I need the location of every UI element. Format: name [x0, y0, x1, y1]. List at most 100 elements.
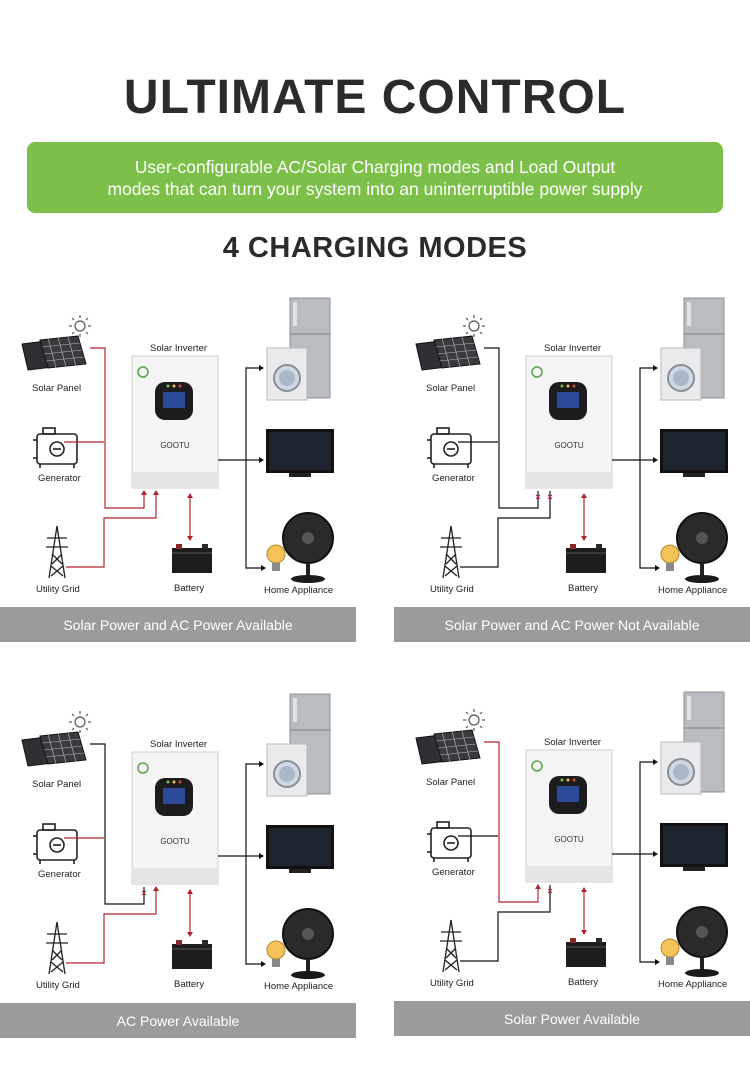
mode-caption: Solar Power and AC Power Available: [0, 607, 356, 642]
solar-inverter-device: GOOTU: [131, 751, 219, 885]
sun-icon: [463, 315, 485, 337]
arrow-right-icon: [261, 565, 266, 571]
mode-panel-1: GOOTU: [0, 282, 356, 642]
arrow-right-icon: [653, 365, 658, 371]
charging-line: [66, 887, 157, 964]
section-subtitle: 4 CHARGING MODES: [222, 232, 528, 264]
output-line: [245, 460, 264, 569]
mode-diagram: GOOTU: [415, 691, 728, 977]
blocked-x-icon: ×: [547, 492, 552, 502]
arrow-down-icon: [581, 930, 587, 935]
solar-panel-icon: [21, 335, 87, 371]
arrow-right-icon: [655, 959, 660, 965]
arrow-down-icon: [187, 932, 193, 937]
arrow-down-icon: [581, 536, 587, 541]
battery-label: Battery: [174, 979, 205, 990]
output-line: [218, 763, 262, 857]
mode-caption: Solar Power Available: [394, 1001, 750, 1036]
battery-icon: [566, 544, 606, 573]
fan-icon: [676, 512, 728, 583]
generator-icon: [33, 823, 78, 864]
solar-panel-label: Solar Panel: [426, 777, 476, 788]
utility-grid-label: Utility Grid: [430, 978, 474, 989]
utility-grid-label: Utility Grid: [36, 980, 80, 991]
output-line: [612, 367, 656, 461]
sun-icon: [463, 709, 485, 731]
light-bulb-icon: [266, 544, 286, 571]
generator-icon: [33, 427, 78, 468]
home-appliance-label: Home Appliance: [264, 585, 334, 596]
arrow-right-icon: [653, 851, 658, 857]
solar-inverter-device: GOOTU: [525, 749, 613, 883]
washing-machine-icon: [660, 741, 702, 795]
power-flow-lines: ×: [458, 741, 660, 965]
generator-label: Generator: [432, 867, 475, 878]
arrow-right-icon: [653, 457, 658, 463]
output-line: [460, 491, 551, 568]
output-line: [218, 367, 262, 461]
arrow-right-icon: [259, 365, 264, 371]
generator-icon: [427, 427, 472, 468]
home-appliance-label: Home Appliance: [658, 979, 728, 990]
sun-icon: [69, 315, 91, 337]
utility-grid-label: Utility Grid: [430, 584, 474, 595]
power-flow-lines: ××: [458, 347, 660, 571]
inverter-label: Solar Inverter: [150, 343, 208, 354]
inverter-brand-logo: GOOTU: [554, 441, 584, 450]
arrow-up-icon: [153, 886, 159, 891]
arrow-up-icon: [141, 490, 147, 495]
arrow-right-icon: [655, 565, 660, 571]
arrow-up-icon: [581, 493, 587, 498]
generator-label: Generator: [38, 473, 81, 484]
mode-panel-4: GOOTU: [394, 676, 750, 1036]
solar-panel-icon: [21, 731, 87, 767]
inverter-label: Solar Inverter: [150, 739, 208, 750]
arrow-right-icon: [653, 759, 658, 765]
power-flow-lines: [64, 347, 266, 571]
arrow-right-icon: [259, 761, 264, 767]
washing-machine-icon: [266, 743, 308, 797]
battery-icon: [172, 940, 212, 969]
fan-icon: [282, 908, 334, 979]
inverter-label: Solar Inverter: [544, 343, 602, 354]
power-flow-lines: ×: [64, 743, 266, 967]
battery-label: Battery: [568, 977, 599, 988]
inverter-label: Solar Inverter: [544, 737, 602, 748]
utility-grid-tower-icon: [440, 919, 462, 973]
mode-diagram: GOOTU: [21, 693, 334, 979]
arrow-right-icon: [259, 457, 264, 463]
blocked-x-icon: ×: [547, 886, 552, 896]
home-appliance-label: Home Appliance: [658, 585, 728, 596]
mode-diagram: GOOTU: [21, 297, 334, 583]
battery-label: Battery: [568, 583, 599, 594]
mode-caption: Solar Power and AC Power Not Available: [394, 607, 750, 642]
battery-icon: [172, 544, 212, 573]
arrow-up-icon: [187, 889, 193, 894]
banner-line-1: User-configurable AC/Solar Charging mode…: [134, 156, 616, 177]
solar-inverter-device: GOOTU: [131, 355, 219, 489]
solar-panel-label: Solar Panel: [426, 383, 476, 394]
arrow-right-icon: [259, 853, 264, 859]
television-icon: [660, 429, 728, 477]
washing-machine-icon: [660, 347, 702, 401]
generator-label: Generator: [432, 473, 475, 484]
output-line: [484, 347, 539, 509]
solar-panel-label: Solar Panel: [32, 779, 82, 790]
sun-icon: [69, 711, 91, 733]
charging-line: [484, 741, 539, 903]
arrow-down-icon: [187, 536, 193, 541]
blocked-x-icon: ×: [535, 492, 540, 502]
inverter-brand-logo: GOOTU: [160, 441, 190, 450]
charging-line: [90, 347, 145, 509]
inverter-brand-logo: GOOTU: [554, 835, 584, 844]
utility-grid-tower-icon: [46, 921, 68, 975]
arrow-right-icon: [261, 961, 266, 967]
page-title: ULTIMATE CONTROL: [123, 71, 627, 124]
output-line: [612, 761, 656, 855]
solar-panel-icon: [415, 335, 481, 371]
generator-icon: [427, 821, 472, 862]
battery-label: Battery: [174, 583, 205, 594]
arrow-up-icon: [187, 493, 193, 498]
home-appliance-label: Home Appliance: [264, 981, 334, 992]
output-line: [460, 885, 551, 962]
